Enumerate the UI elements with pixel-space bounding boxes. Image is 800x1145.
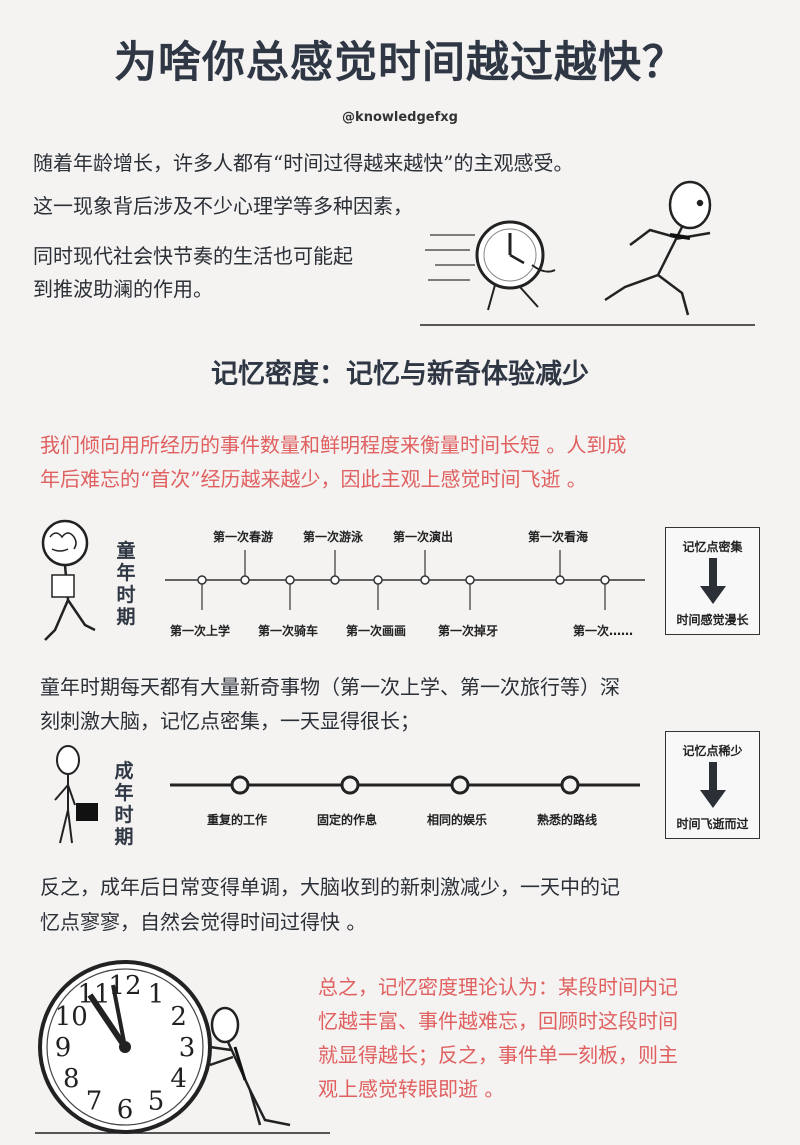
intro-line-3: 同时现代社会快节奏的生活也可能起 [33,244,353,268]
section-title: 记忆密度：记忆与新奇体验减少 [211,359,589,390]
childhood-event-bottom: 第一次画画 [346,624,407,638]
child-figure-illustration [41,519,96,641]
adult-event: 固定的作息 [317,813,378,827]
timeline-dot [420,575,430,585]
clock-number: 4 [170,1064,187,1094]
childhood-timeline [165,550,645,610]
childhood-summary-box: 记忆点密集 时间感觉漫长 [665,527,760,635]
adult-label: 成年时期 [114,760,134,848]
childhood-text-line-1: 童年时期每天都有大量新奇事物（第一次上学、第一次旅行等）深 [40,675,620,699]
intro-line-2: 这一现象背后涉及不少心理学等多种因素， [33,194,413,218]
adult-summary-box: 记忆点稀少 时间飞逝而过 [665,731,760,839]
adult-event: 重复的工作 [207,813,268,827]
clock-number: 1 [148,979,165,1009]
adult-timeline-dot [450,775,470,795]
timeline-dot [285,575,295,585]
author-handle: @knowledgefxg [342,110,458,125]
running-clock-illustration [420,180,755,326]
running-clock-icon [475,220,556,311]
adult-text-line-1: 反之，成年后日常变得单调，大脑收到的新刺激减少，一天中的记 [40,875,620,899]
childhood-event-top: 第一次游泳 [303,530,364,544]
clock-number: 2 [170,1002,187,1032]
timeline-dot [555,575,565,585]
childhood-event-top: 第一次演出 [393,530,454,544]
childhood-event-bottom: 第一次上学 [170,624,231,638]
timeline-dot [197,575,207,585]
clock-number: 7 [86,1087,103,1117]
childhood-label: 童年时期 [116,540,136,628]
clock-hour-hand [87,993,128,1049]
adult-event: 相同的娱乐 [427,813,488,827]
adult-event: 熟悉的路线 [537,813,598,827]
adult-timeline [170,775,640,795]
adult-box-top: 记忆点稀少 [682,744,743,758]
summary-line-4: 观上感觉转眼即逝 。 [318,1077,505,1101]
summary-line-2: 忆越丰富、事件越难忘，回顾时这段时间 [318,1009,678,1033]
clock-number: 8 [63,1064,80,1094]
clock-number: 3 [179,1033,196,1063]
page-title: 为啥你总感觉时间越过越快？ [114,38,686,88]
arrow-down-icon [700,762,726,808]
childhood-box-top: 记忆点密集 [682,540,743,554]
adult-timeline-dot [340,775,360,795]
clock-number: 9 [55,1033,72,1063]
childhood-event-top: 第一次看海 [528,530,589,544]
timeline-dot [373,575,383,585]
timeline-dot [600,575,610,585]
adult-text-line-2: 忆点寥寥，自然会觉得时间过得快 。 [40,910,367,934]
childhood-event-bottom: 第一次…… [573,624,634,638]
childhood-event-bottom: 第一次掉牙 [438,624,499,638]
pushing-man-icon [209,1006,291,1127]
childhood-text-line-2: 刻刺激大脑，记忆点密集，一天显得很长； [40,709,420,733]
summary-line-1: 总之，记忆密度理论认为：某段时间内记 [318,975,678,999]
memory-explanation-line-2: 年后难忘的“首次”经历越来越少，因此主观上感觉时间飞逝 。 [40,467,587,491]
timeline-dot [465,575,475,585]
clock-number: 6 [117,1095,134,1125]
intro-line-4: 到推波助澜的作用。 [33,277,213,301]
running-man-icon [604,180,712,316]
memory-explanation-line-1: 我们倾向用所经历的事件数量和鲜明程度来衡量时间长短 。人到成 [40,433,627,457]
childhood-box-bottom: 时间感觉漫长 [676,613,749,627]
adult-figure-illustration [54,745,98,844]
adult-timeline-dot [560,775,580,795]
arrow-down-icon [700,558,726,604]
clock-minute-hand [111,984,127,1048]
timeline-dot [330,575,340,585]
clock-number: 10 [55,1002,88,1032]
adult-box-bottom: 时间飞逝而过 [676,817,749,831]
childhood-event-top: 第一次春游 [213,530,274,544]
timeline-dot [240,575,250,585]
childhood-event-bottom: 第一次骑车 [258,624,319,638]
clock-number: 5 [148,1087,165,1117]
briefcase-icon [76,803,98,821]
intro-line-1: 随着年龄增长，许多人都有“时间过得越来越快”的主观感受。 [33,151,574,175]
adult-timeline-dot [230,775,250,795]
summary-line-3: 就显得越长；反之，事件单一刻板，则主 [318,1043,678,1067]
